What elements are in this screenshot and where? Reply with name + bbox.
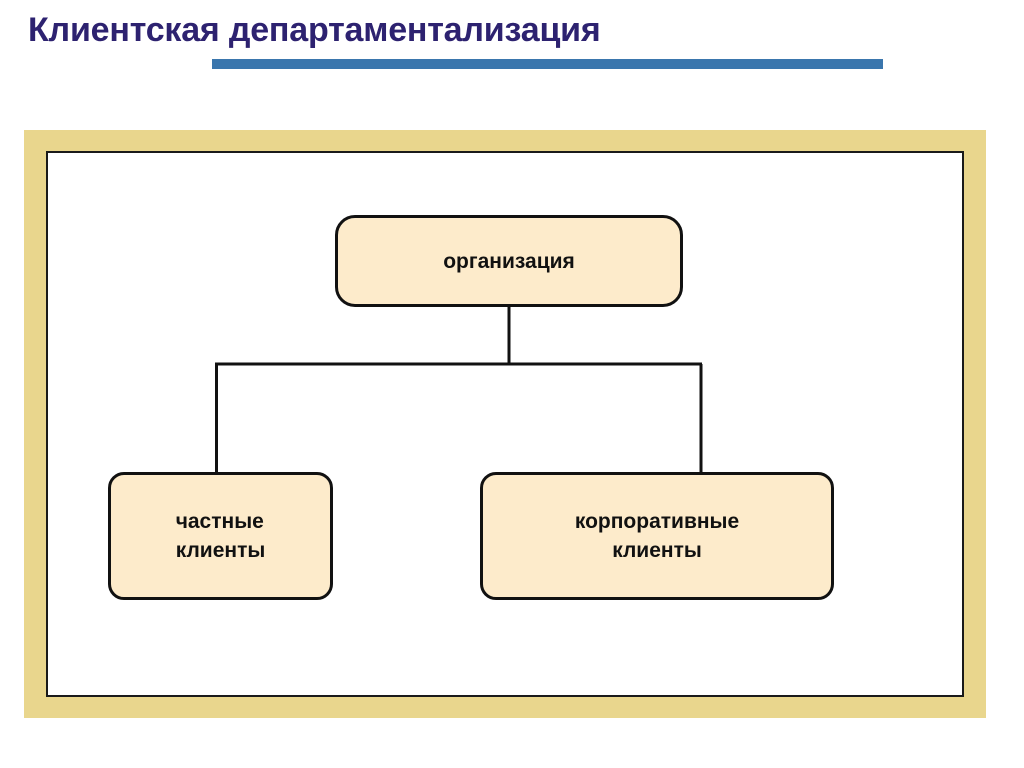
node-corporate-clients-line1: корпоративные [574,510,740,533]
node-corporate-clients[interactable]: корпоративные клиенты [480,472,834,600]
node-private-clients-line1: частные [175,510,264,533]
node-organization[interactable]: организация [335,215,683,307]
node-corporate-clients-line2: клиенты [612,539,702,562]
org-chart-diagram: организация частные клиенты корпоративны… [48,153,966,699]
node-private-clients-label: частные клиенты [166,507,276,565]
node-private-clients-line2: клиенты [175,539,266,562]
node-organization-label: организация [443,249,575,273]
page-title: Клиентская департаментализация [28,11,601,49]
node-private-clients[interactable]: частные клиенты [108,472,333,600]
title-underline-rule [212,59,883,69]
slide-title-block: Клиентская департаментализация [0,0,1024,110]
node-corporate-clients-label: корпоративные клиенты [565,507,749,565]
content-frame: организация частные клиенты корпоративны… [24,130,986,718]
diagram-canvas: организация частные клиенты корпоративны… [46,151,964,697]
